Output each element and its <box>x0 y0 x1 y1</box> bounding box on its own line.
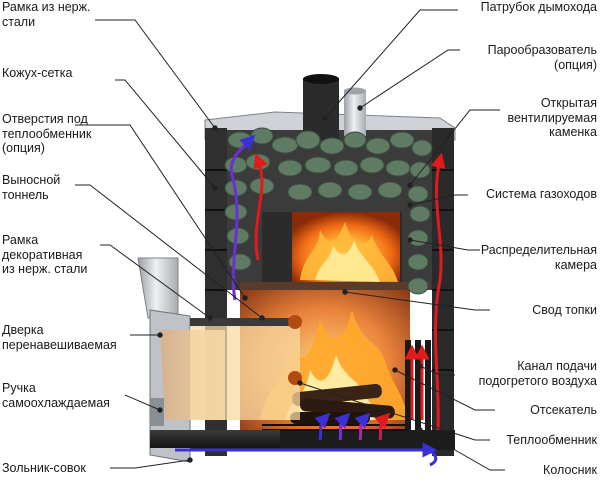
label-open-ventilated-stones: Открытая вентилируемая каменка <box>507 96 597 139</box>
label-extension-tunnel: Выносной тоннель <box>2 173 61 202</box>
label-distribution-chamber: Распределительная камера <box>480 243 597 272</box>
label-mesh-casing: Кожух-сетка <box>2 66 73 80</box>
label-self-cooling-handle: Ручка самоохлаждаемая <box>2 381 110 410</box>
door-handle <box>150 398 164 426</box>
ash-scoop-shape <box>150 430 280 448</box>
leader-heat-exchanger-holes <box>75 124 246 299</box>
leader-vault <box>344 291 490 311</box>
label-ash-scoop: Зольник-совок <box>2 461 86 475</box>
leader-distribution <box>409 239 480 251</box>
label-chimney-pipe: Патрубок дымохода <box>480 0 597 14</box>
steam-generator-shape <box>344 90 366 136</box>
heat-exchanger-pipes <box>288 315 431 430</box>
label-heat-exchanger: Теплообменник <box>506 433 597 447</box>
leader-decor-frame <box>100 244 211 319</box>
mesh-bars <box>205 169 454 371</box>
leader-ash-scoop <box>110 459 191 469</box>
leader-handle <box>124 394 161 411</box>
leader-grate <box>419 429 505 471</box>
air-flow-arrow-icon <box>175 134 446 467</box>
label-frame-steel: Рамка из нерж. стали <box>2 0 91 29</box>
label-grate: Колосник <box>543 463 597 477</box>
leader-air-channel <box>419 365 455 376</box>
leader-chimney <box>324 9 458 119</box>
leader-extension-tunnel <box>75 184 263 319</box>
label-steam-generator: Парообразователь (опция) <box>487 43 597 72</box>
label-firebox-vault: Свод топки <box>532 303 597 317</box>
label-heat-exchanger-holes: Отверстия под теплообменник (опция) <box>2 112 92 155</box>
leader-lines <box>75 9 505 471</box>
label-heated-air-channel: Канал подачи подогретого воздуха <box>478 359 597 388</box>
leader-cutoff <box>394 369 495 411</box>
label-rehangable-door: Дверка перенавешиваемая <box>2 323 117 352</box>
leader-gas-ducts <box>409 194 468 206</box>
door-assembly <box>137 257 300 463</box>
decor-frame-shape <box>137 257 179 319</box>
mesh-casing-right <box>432 128 454 456</box>
leader-mesh-casing <box>115 79 216 189</box>
leader-steam-gen <box>359 49 460 109</box>
leader-heat-exchanger <box>299 382 490 441</box>
extension-tunnel-shape <box>190 318 300 420</box>
leader-frame-steel <box>95 19 216 129</box>
label-gas-duct-system: Система газоходов <box>486 187 597 201</box>
label-cutoff: Отсекатель <box>530 403 597 417</box>
leader-stones <box>409 109 500 186</box>
label-decor-frame: Рамка декоративная из нерж. стали <box>2 233 88 276</box>
firebox-vault-plate <box>240 282 430 290</box>
